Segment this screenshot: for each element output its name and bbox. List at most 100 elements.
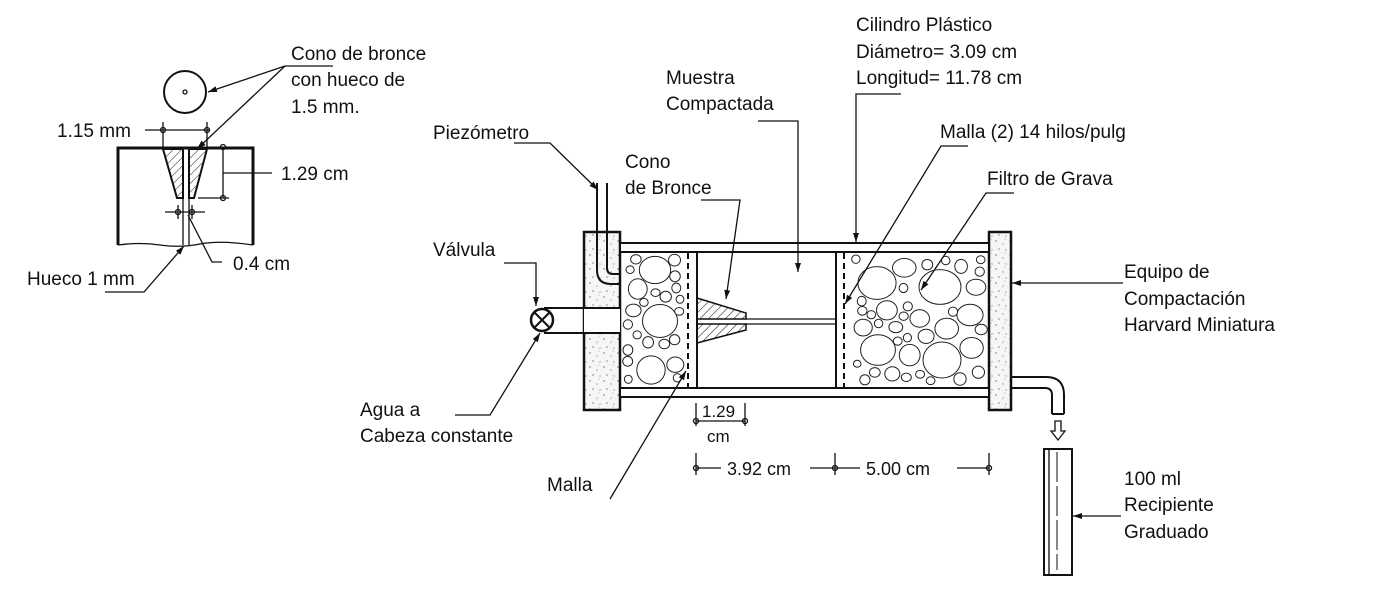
gravel-pebble: [866, 310, 877, 320]
piezometer-tube: [596, 183, 620, 285]
piezometer-leader: [514, 142, 599, 191]
cone-detail-label-3: 1.5 mm.: [291, 97, 360, 118]
cone-section-right: [188, 148, 209, 199]
gravel-pebble: [674, 307, 685, 316]
permeameter: Piezómetro Cono de Bronce Muestra Compac…: [360, 15, 1275, 576]
gravel-pebble: [892, 336, 903, 346]
gravel-pebble: [918, 269, 962, 305]
gravel-pebble: [860, 334, 896, 366]
gravel-pebble: [902, 332, 913, 343]
detail-block: [116, 146, 255, 245]
gravel-pebble: [650, 288, 661, 298]
cone-label-2: de Bronce: [625, 178, 712, 199]
gravel-pebble: [622, 355, 634, 367]
gravel-pebble: [900, 372, 912, 382]
gravel-pebble: [975, 255, 986, 265]
gravel-pebble: [622, 319, 634, 330]
cylinder-leader: [853, 93, 901, 242]
valve-leader: [504, 262, 539, 306]
gravel-pebble: [974, 323, 988, 336]
gravel-pebble: [898, 343, 921, 367]
gravel-pebble: [934, 317, 960, 340]
cylinder-bottom-wall: [619, 387, 990, 398]
right-gravel-filter: [851, 254, 988, 386]
gravel-pebble: [669, 270, 681, 283]
gravel-pebble: [638, 255, 672, 285]
cone-detail: Cono de bronce con hueco de 1.5 mm. 1.15…: [27, 44, 426, 293]
gravel-pebble: [922, 341, 962, 379]
gravel-pebble: [666, 356, 685, 373]
filter-leader: [920, 192, 1014, 291]
filter-length-dim: 5.00 cm: [866, 459, 930, 479]
sample-leader: [758, 120, 801, 272]
gravel-pebble: [630, 254, 642, 265]
gravel-pebble: [642, 304, 678, 338]
gravel-pebble: [625, 303, 642, 318]
dim-top-label: 1.15 mm: [57, 121, 131, 142]
sample-label-1: Muestra: [666, 68, 735, 89]
filter-label: Filtro de Grava: [987, 169, 1113, 190]
detail-break-line: [117, 241, 254, 247]
gravel-pebble: [921, 259, 934, 271]
cylinder-top-wall: [619, 242, 990, 253]
gravel-pebble: [898, 282, 909, 294]
mesh-top-label: Malla (2) 14 hilos/pulg: [940, 122, 1126, 143]
gravel-pebble: [947, 306, 959, 317]
gravel-pebble: [659, 290, 672, 303]
water-label-2: Cabeza constante: [360, 426, 513, 447]
gravel-pebble: [671, 282, 682, 294]
equipment-label-2: Compactación: [1124, 289, 1245, 310]
gravel-pebble: [917, 328, 935, 344]
cylinder-label-2: Diámetro= 3.09 cm: [856, 42, 1017, 63]
outlet-pipe: [1011, 376, 1065, 414]
gravel-pebble: [622, 344, 634, 356]
water-label-1: Agua a: [360, 400, 421, 421]
gravel-pebble: [639, 297, 649, 307]
gravel-pebble: [859, 374, 871, 386]
left-gravel-filter: [622, 253, 685, 385]
gravel-pebble: [636, 355, 666, 385]
gravel-pebble: [632, 330, 642, 340]
cone-section-left: [161, 148, 184, 199]
cone-label-1: Cono: [625, 152, 670, 173]
gravel-pebble: [873, 318, 884, 329]
gravel-pebble: [675, 294, 685, 304]
brass-cone-upper: [696, 296, 747, 320]
gravel-pebble: [851, 254, 861, 264]
water-leader: [455, 332, 541, 416]
gravel-pebble: [658, 338, 671, 350]
cone-length-dim-value: 1.29: [702, 402, 735, 421]
gravel-pebble: [884, 366, 901, 382]
gravel-pebble: [959, 337, 984, 359]
equipment-label-1: Equipo de: [1124, 262, 1210, 283]
piezometer-label: Piezómetro: [433, 123, 529, 144]
cone-detail-label-1: Cono de bronce: [291, 44, 426, 65]
gravel-pebble: [915, 369, 926, 379]
gravel-pebble: [892, 258, 917, 278]
gravel-pebble: [625, 265, 635, 275]
gravel-pebble: [856, 295, 867, 307]
gravel-pebble: [888, 321, 904, 334]
cone-top-view: [163, 70, 207, 114]
cylinder-label-3: Longitud= 11.78 cm: [856, 68, 1022, 89]
container-label-1: 100 ml: [1124, 469, 1181, 490]
gravel-pebble: [909, 309, 931, 328]
gravel-pebble: [965, 278, 987, 296]
gravel-pebble: [902, 301, 913, 312]
mesh-top-leader: [844, 145, 968, 305]
gravel-pebble: [876, 300, 898, 321]
gravel-pebble: [668, 334, 681, 346]
gravel-pebble: [898, 311, 909, 321]
gravel-pebble: [868, 367, 881, 378]
gravel-pebble: [954, 258, 968, 274]
container-label-2: Recipiente: [1124, 495, 1214, 516]
gravel-pebble: [623, 374, 633, 384]
gravel-pebble: [853, 318, 873, 337]
cone-hole-dot: [182, 89, 188, 95]
gravel-pebble: [857, 305, 868, 316]
gravel-pebble: [971, 365, 986, 379]
gravel-pebble: [642, 336, 654, 349]
gravel-pebble: [953, 372, 967, 386]
gravel-pebble: [852, 359, 862, 368]
